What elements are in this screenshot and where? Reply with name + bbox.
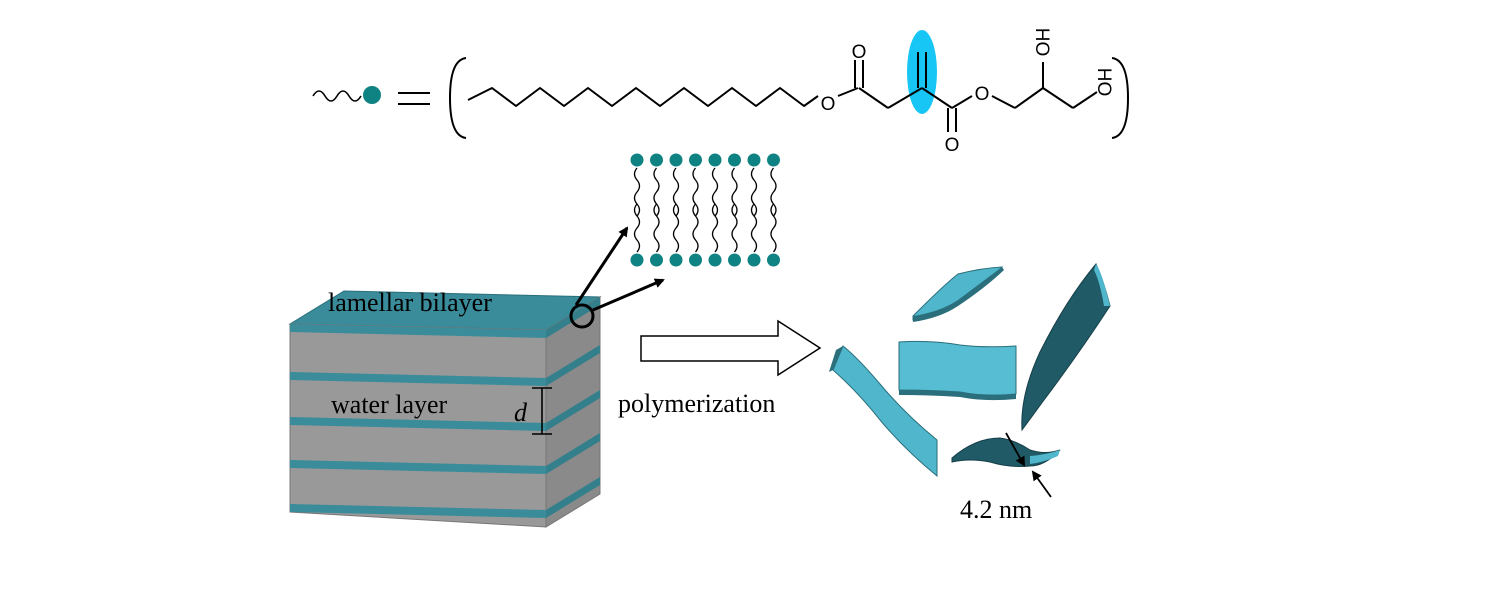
lipid-head <box>669 253 683 267</box>
polymer-sheet <box>829 345 938 478</box>
bilayer-band <box>290 417 546 431</box>
atom-o-carbonyl2: O <box>945 135 960 156</box>
spacing-indicator <box>532 387 552 435</box>
lipid-tail <box>711 167 719 217</box>
spacing-label: d <box>514 398 528 427</box>
atom-hydroxyl-1: HO <box>1031 28 1052 57</box>
lipid-head <box>728 153 741 167</box>
bilayer-band <box>290 504 546 518</box>
bilayer-band <box>290 460 546 474</box>
lipid-head <box>708 253 722 267</box>
right-bracket <box>1111 57 1130 139</box>
right-arrow-icon <box>640 319 822 377</box>
lipid-head <box>630 253 644 267</box>
lipid-tail <box>711 203 719 253</box>
lipid-head <box>689 153 702 167</box>
bilayer-band <box>290 324 546 338</box>
thickness-indicator <box>1005 432 1052 498</box>
lipid-tail <box>633 203 641 253</box>
lipid-head <box>747 153 761 167</box>
water-layer-label: water layer <box>331 390 448 419</box>
lipid-head <box>728 253 741 267</box>
lipid-tail <box>750 203 758 253</box>
atom-o-carbonyl1: O <box>852 42 867 63</box>
equals-sign <box>398 92 430 105</box>
lipid-legend-icon <box>312 86 381 104</box>
bilayer-band <box>546 345 600 386</box>
lipid-tail <box>672 203 680 253</box>
lipid-head <box>669 153 683 167</box>
bilayer-band <box>546 390 600 431</box>
lamellar-block <box>288 290 602 528</box>
atom-o-ester1: O <box>821 94 836 115</box>
monomer-structure: O O O O HO HO <box>448 28 1130 156</box>
atom-o-ester2: O <box>975 84 990 105</box>
magnifier-circle-icon <box>569 303 595 329</box>
thickness-label: 4.2 nm <box>960 495 1032 524</box>
lipid-head <box>747 253 761 267</box>
lipid-tail <box>731 203 738 253</box>
vinyl-highlight <box>907 30 937 114</box>
lipid-head <box>650 153 663 167</box>
pointer-arrow-icon <box>592 278 665 312</box>
lipid-tail <box>653 167 660 217</box>
lamellar-bilayer-label: lamellar bilayer <box>328 288 492 317</box>
polymerization-label: polymerization <box>618 389 775 418</box>
bilayer-band <box>290 372 546 386</box>
lipid-tail <box>770 203 777 253</box>
lipid-head <box>630 153 644 167</box>
pointer-arrow-icon <box>574 226 629 306</box>
bilayer-band <box>546 477 600 518</box>
polymer-sheet <box>912 266 1004 322</box>
lipid-head <box>767 153 780 167</box>
polymer-sheet <box>951 437 1061 467</box>
lipid-tail <box>692 203 699 253</box>
alkyl-chain <box>467 87 819 107</box>
lipid-tail <box>750 167 758 217</box>
polymer-sheet <box>1021 263 1111 432</box>
lipid-head <box>650 253 663 267</box>
lipid-tail <box>731 167 738 217</box>
bilayer-schematic <box>630 153 780 267</box>
polymer-sheet <box>898 340 1017 401</box>
bilayer-band <box>546 433 600 474</box>
lipid-tail <box>672 167 680 217</box>
lipid-tail <box>633 167 641 217</box>
lipid-head <box>708 153 722 167</box>
polymer-sheets <box>829 263 1111 478</box>
atom-hydroxyl-2: HO <box>1093 68 1114 97</box>
lipid-tail <box>692 167 699 217</box>
lipid-tail <box>770 167 777 217</box>
lipid-tail <box>653 203 660 253</box>
lipid-head <box>689 253 702 267</box>
left-bracket <box>448 57 467 139</box>
lipid-head <box>767 253 780 267</box>
